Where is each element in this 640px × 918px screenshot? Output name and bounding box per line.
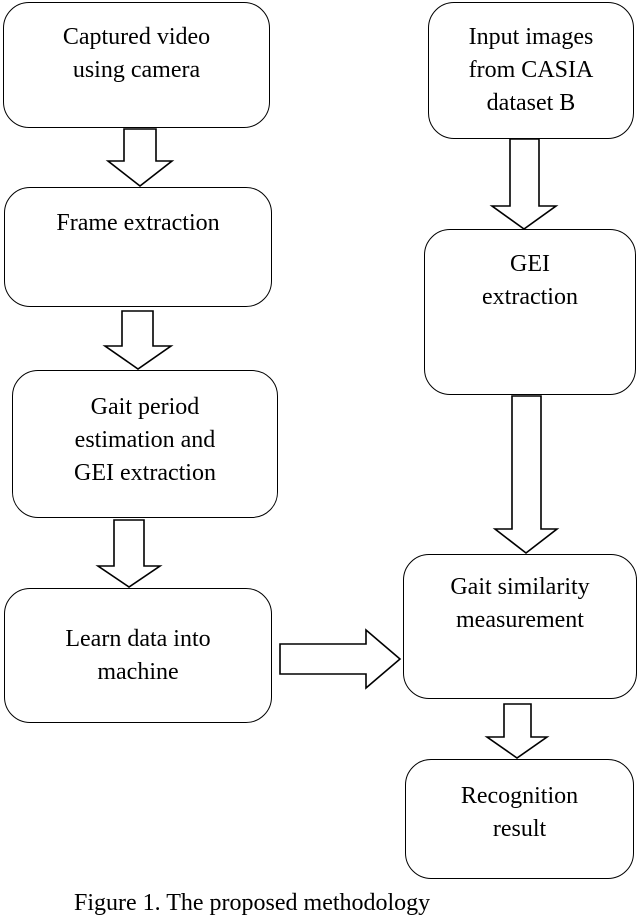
- figure-caption: Figure 1. The proposed methodology: [74, 890, 431, 916]
- arrow-down-5: [492, 395, 560, 555]
- learn-data-label: Learn data into machine: [65, 625, 211, 685]
- recognition-result-label: Recognition result: [460, 783, 579, 842]
- gei-extraction-box: GEI extraction: [424, 229, 636, 395]
- captured-video-box: Captured video using camera: [3, 2, 270, 128]
- gait-period-box: Gait period estimation and GEI extractio…: [12, 370, 278, 518]
- input-images-label: Input images from CASIA dataset B: [468, 24, 594, 116]
- captured-video-label: Captured video using camera: [62, 24, 211, 83]
- arrow-down-1: [105, 128, 175, 188]
- frame-extraction-label: Frame extraction: [56, 210, 220, 236]
- gait-similarity-label: Gait similarity measurement: [450, 574, 590, 633]
- arrow-right-1: [279, 628, 402, 690]
- recognition-result-box: Recognition result: [405, 759, 634, 879]
- gait-period-label: Gait period estimation and GEI extractio…: [74, 394, 216, 486]
- arrow-down-6: [484, 703, 550, 759]
- input-images-box: Input images from CASIA dataset B: [428, 2, 634, 139]
- arrow-down-3: [95, 519, 163, 588]
- gei-extraction-label: GEI extraction: [482, 251, 578, 310]
- learn-data-box: Learn data into machine: [4, 588, 272, 723]
- gait-similarity-box: Gait similarity measurement: [403, 554, 637, 699]
- arrow-down-4: [489, 138, 559, 230]
- arrow-down-2: [102, 310, 174, 370]
- frame-extraction-box: Frame extraction: [4, 187, 272, 307]
